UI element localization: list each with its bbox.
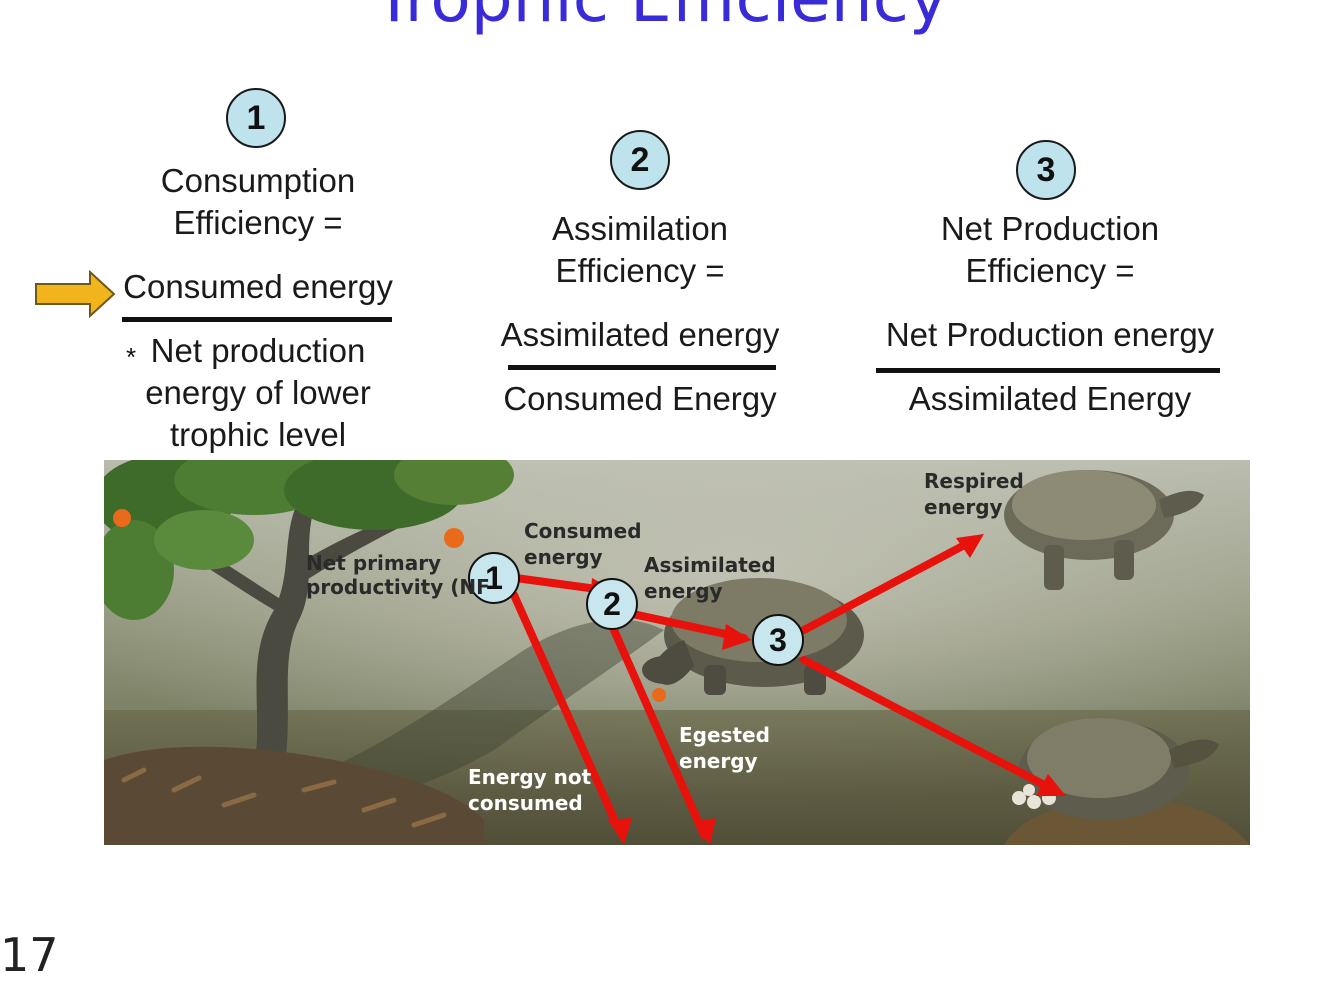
consumed-label-line1: Consumed <box>524 519 642 543</box>
tortoise-respiring <box>1004 470 1204 590</box>
consumed-label-line2: energy <box>524 545 603 569</box>
right-arrow-icon <box>35 270 116 318</box>
assimilated-label-line1: Assimilated <box>644 553 776 577</box>
consumption-fraction-bar <box>122 317 392 322</box>
energy-flow-illustration: 1 2 3 Net primary productivity (NF Consu… <box>104 460 1250 845</box>
respired-label-line1: Respired <box>924 469 1024 493</box>
step-badge-3: 3 <box>1016 140 1076 200</box>
egested-label-line2: energy <box>679 749 758 773</box>
net-production-heading-line2: Efficiency = <box>965 252 1135 289</box>
consumption-denominator-line3: trophic level <box>169 416 347 453</box>
assimilation-heading-line1: Assimilation <box>551 210 729 247</box>
consumption-denominator-line1: Net production <box>150 332 366 369</box>
npp-label-line2: productivity (NF <box>306 575 490 599</box>
net-production-denominator: Assimilated Energy <box>908 380 1192 417</box>
net-production-fraction-bar <box>876 368 1220 373</box>
net-production-heading-line1: Net Production <box>940 210 1160 247</box>
tree-trunk <box>254 490 319 770</box>
page-number: 17 <box>0 928 59 982</box>
slide-title: Trophic Efficiency <box>0 0 1322 32</box>
assimilation-numerator: Assimilated energy <box>500 316 780 353</box>
tree-foliage <box>104 460 514 620</box>
leaf-litter <box>104 746 484 845</box>
assimilation-heading-line2: Efficiency = <box>555 252 725 289</box>
respired-label-line2: energy <box>924 495 1003 519</box>
not-consumed-label-line2: consumed <box>468 791 583 815</box>
assimilation-fraction-bar <box>508 365 776 370</box>
tree-shadow <box>274 619 664 810</box>
consumption-heading-line1: Consumption <box>160 162 356 199</box>
npp-label-line1: Net primary <box>306 551 442 575</box>
scene-badge-1: 1 <box>468 552 520 604</box>
consumption-heading-line2: Efficiency = <box>173 204 343 241</box>
consumption-numerator: Consumed energy <box>123 268 393 305</box>
scene-badge-2: 2 <box>586 578 638 630</box>
not-consumed-label-line1: Energy not <box>468 765 592 789</box>
egested-label-line1: Egested <box>679 723 770 747</box>
scene-badge-3: 3 <box>752 614 804 666</box>
footnote-asterisk: * <box>126 342 137 372</box>
step-badge-2: 2 <box>610 130 670 190</box>
assimilation-denominator: Consumed Energy <box>503 380 777 417</box>
step-badge-1: 1 <box>226 88 286 148</box>
scene-artwork <box>104 460 1250 845</box>
consumption-denominator-line2: energy of lower <box>145 374 371 411</box>
net-production-numerator: Net Production energy <box>885 316 1215 353</box>
assimilated-label-line2: energy <box>644 579 723 603</box>
